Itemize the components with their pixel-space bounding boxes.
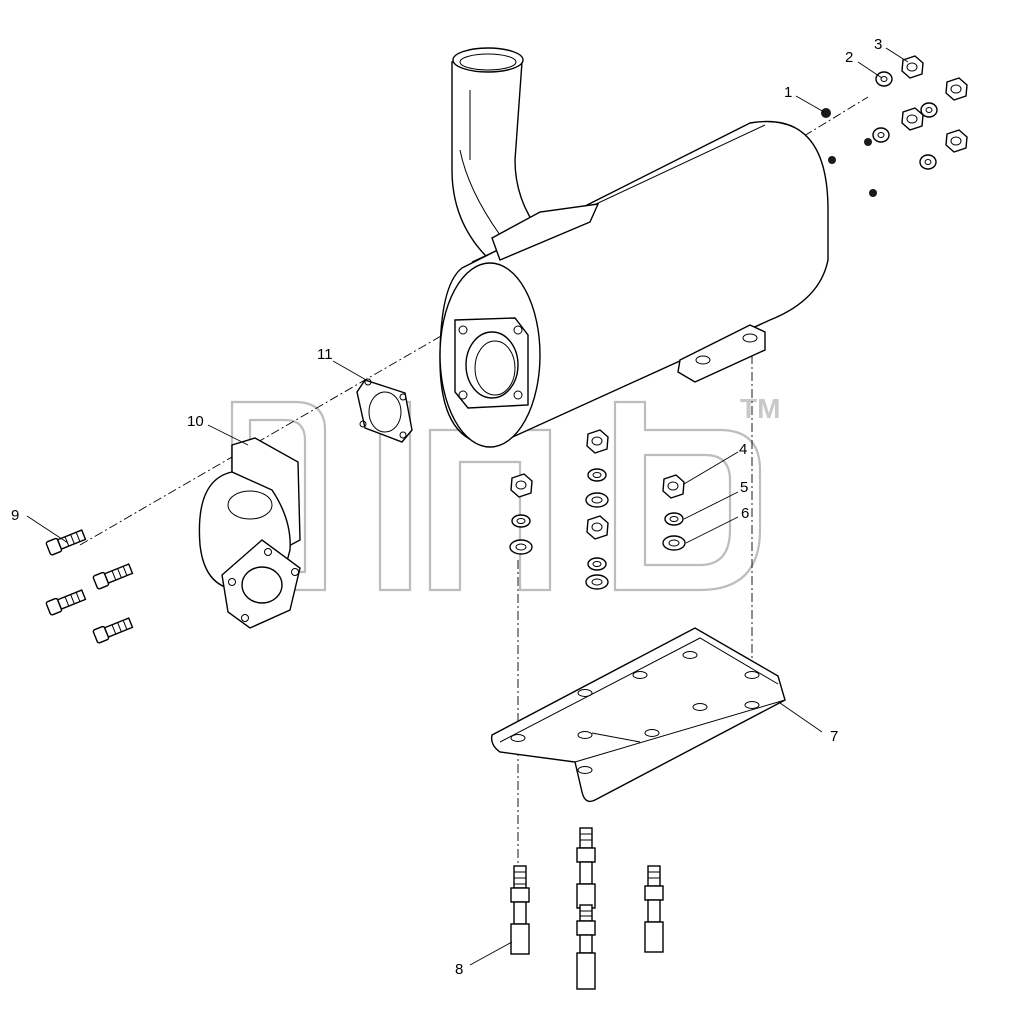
mid-fasteners — [509, 429, 686, 590]
callout-11: 11 — [317, 346, 333, 363]
stud — [644, 865, 664, 953]
callout-9: 9 — [11, 507, 19, 524]
bolt — [92, 563, 134, 590]
stud — [576, 827, 596, 909]
lock-washer — [821, 108, 831, 118]
flat-washer — [662, 535, 686, 551]
upper-fasteners — [821, 55, 968, 197]
leader-lines — [26, 47, 909, 966]
callout-2: 2 — [845, 49, 853, 66]
muffler — [439, 120, 829, 448]
bolt — [92, 617, 134, 644]
callout-3: 3 — [874, 36, 882, 53]
mounting-bracket — [490, 627, 786, 803]
assembly-lines — [79, 96, 869, 880]
callout-10: 10 — [187, 413, 204, 430]
callout-6: 6 — [741, 505, 749, 522]
lock-washer — [664, 512, 684, 526]
callouts: 1 2 3 4 5 6 7 8 9 10 11 — [11, 36, 882, 978]
hex-nut — [662, 474, 685, 499]
flat-washer — [875, 71, 893, 87]
bolts — [45, 529, 134, 644]
bolt — [45, 589, 87, 616]
studs — [510, 827, 664, 990]
stud — [576, 904, 596, 990]
bolt — [45, 529, 87, 556]
callout-8: 8 — [455, 961, 463, 978]
gasket — [356, 378, 413, 443]
callout-5: 5 — [740, 479, 748, 496]
callout-1: 1 — [784, 84, 792, 101]
hex-nut — [901, 55, 924, 79]
watermark: TM — [230, 393, 780, 592]
watermark-trademark: TM — [740, 393, 780, 424]
elbow-adapter — [198, 437, 301, 629]
stud — [510, 865, 530, 955]
callout-7: 7 — [830, 728, 838, 745]
callout-4: 4 — [739, 441, 747, 458]
